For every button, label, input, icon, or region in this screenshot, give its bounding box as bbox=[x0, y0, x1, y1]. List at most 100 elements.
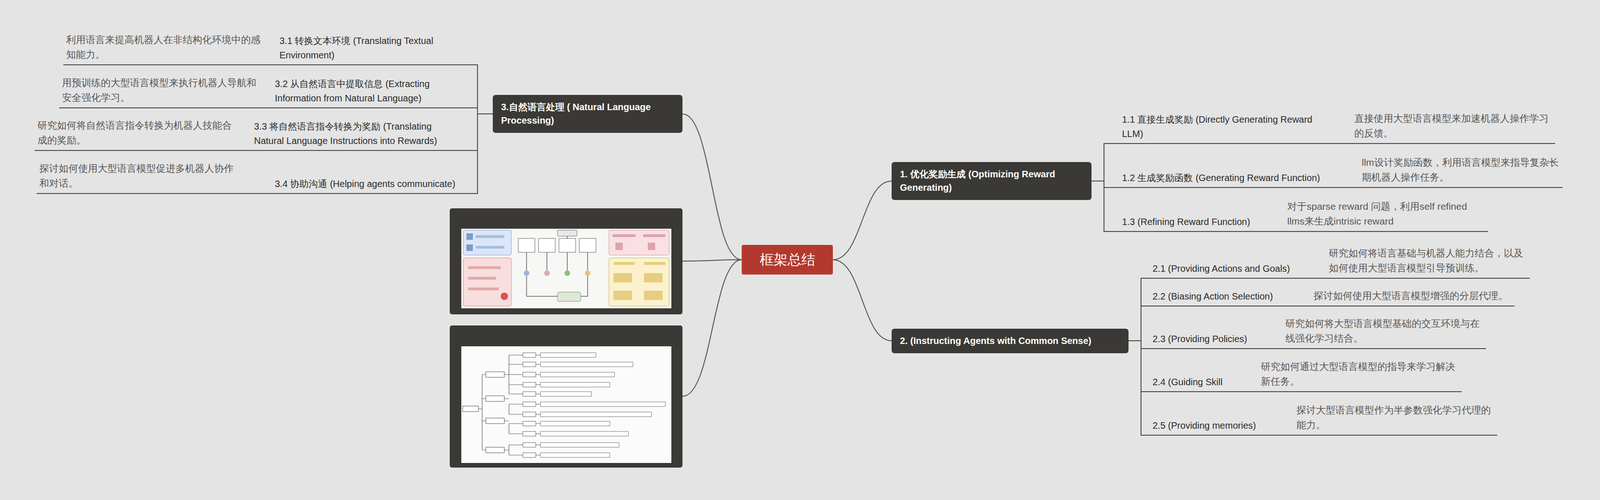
figure-box bbox=[608, 257, 670, 306]
note-topic: 研究如何将自然语言指令转换为机器人技能合成的奖励。 bbox=[34, 117, 239, 151]
figure-icon bbox=[564, 270, 571, 276]
topic-text: 3.3 将自然语言指令转换为奖励 (Translating Natural La… bbox=[254, 119, 461, 149]
image-panel bbox=[449, 325, 683, 468]
branch-topic: 3.自然语言处理 ( Natural Language Processing) bbox=[492, 94, 683, 133]
connector bbox=[832, 259, 892, 341]
figure-box bbox=[522, 352, 536, 458]
connector bbox=[1280, 434, 1294, 436]
figure-bar bbox=[468, 266, 501, 291]
figure-line bbox=[478, 354, 541, 455]
note-topic: 探讨如何使用大型语言模型增强的分层代理。 bbox=[1310, 288, 1515, 307]
note-topic: 利用语言来提高机器人在非结构化环境中的感知能力。 bbox=[63, 32, 267, 66]
subtopic: 3.4 协助沟通 (Helping agents communicate) bbox=[272, 176, 463, 194]
connector bbox=[1275, 347, 1283, 349]
subtopic: 2.3 (Providing Policies) bbox=[1150, 331, 1276, 349]
figure-icon bbox=[612, 234, 666, 250]
note-topic: 探讨大型语言模型作为半参数强化学习代理的能力。 bbox=[1293, 402, 1498, 436]
figure-box bbox=[463, 257, 512, 306]
connector bbox=[1128, 340, 1151, 392]
note-topic: 研究如何将语言基础与机器人能力结合，以及如何使用大型语言模型引导预训练。 bbox=[1326, 245, 1530, 279]
connector bbox=[266, 64, 278, 66]
topic-text: 3.4 协助沟通 (Helping agents communicate) bbox=[274, 176, 461, 192]
topic-text: 1.1 直接生成奖励 (Directly Generating Reward L… bbox=[1122, 112, 1327, 142]
connector bbox=[1312, 277, 1327, 279]
topic-text: 1.3 (Refining Reward Function) bbox=[1122, 214, 1272, 230]
connector bbox=[462, 107, 493, 114]
topic-text: 2. (Instructing Agents with Common Sense… bbox=[899, 334, 1121, 348]
topic-text: 2.1 (Providing Actions and Goals) bbox=[1152, 261, 1311, 276]
figure-box bbox=[463, 229, 512, 255]
topic-text: 1. 优化奖励生成 (Optimizing Reward Generating) bbox=[899, 167, 1084, 195]
figure-icon bbox=[584, 270, 591, 276]
connector bbox=[462, 64, 493, 114]
subtopic: 3.2 从自然语言中提取信息 (Extracting Information f… bbox=[272, 76, 463, 109]
connector-group bbox=[238, 64, 1359, 435]
subtopic: 3.1 转换文本环境 (Translating Textual Environm… bbox=[277, 33, 463, 66]
figure-box bbox=[518, 238, 596, 253]
note-topic: 研究如何通过大型语言模型的指导来学习解决新任务。 bbox=[1258, 359, 1462, 392]
figure-box bbox=[462, 405, 479, 412]
figure-box bbox=[557, 291, 581, 302]
connector bbox=[1091, 143, 1121, 181]
figure-icon bbox=[544, 270, 550, 276]
connector bbox=[1303, 305, 1311, 307]
figure-box bbox=[608, 229, 670, 255]
topic-text: llm设计奖励函数，利用语言模型来指导复杂长期机器人操作任务。 bbox=[1361, 155, 1560, 186]
connector bbox=[682, 113, 742, 260]
topic-text: 1.2 生成奖励函数 (Generating Reward Function) bbox=[1122, 170, 1346, 186]
figure-ground bbox=[461, 346, 672, 463]
topic-text: 研究如何将语言基础与机器人能力结合，以及如何使用大型语言模型引导预训练。 bbox=[1328, 245, 1527, 276]
subtopic: 2.1 (Providing Actions and Goals) bbox=[1150, 261, 1313, 279]
central-topic: 框架总结 bbox=[741, 244, 833, 275]
branch-topic: 2. (Instructing Agents with Common Sense… bbox=[891, 328, 1129, 354]
topic-text: 研究如何通过大型语言模型的指导来学习解决新任务。 bbox=[1260, 359, 1459, 390]
topic-text: 用预训练的大型语言模型来执行机器人导航和安全强化学习。 bbox=[62, 75, 261, 106]
topic-text: 3.自然语言处理 ( Natural Language Processing) bbox=[501, 100, 675, 128]
branch-topic: 1. 优化奖励生成 (Optimizing Reward Generating) bbox=[891, 161, 1092, 200]
note-topic: 用预训练的大型语言模型来执行机器人导航和安全强化学习。 bbox=[59, 75, 263, 109]
topic-text: 3.1 转换文本环境 (Translating Textual Environm… bbox=[279, 33, 461, 63]
connector bbox=[240, 192, 273, 194]
figure-icon bbox=[613, 261, 666, 300]
figure-box bbox=[485, 371, 505, 453]
note-topic: 直接使用大型语言模型来加速机器人操作学习的反馈。 bbox=[1351, 111, 1556, 144]
topic-text: 框架总结 bbox=[759, 250, 816, 270]
topic-text: 探讨如何使用大型语言模型促进多机器人协作和对话。 bbox=[39, 161, 238, 192]
connector bbox=[1346, 186, 1359, 188]
connector bbox=[1128, 340, 1151, 435]
topic-text: 研究如何将大型语言模型基础的交互环境与在线强化学习结合。 bbox=[1285, 316, 1484, 347]
branch-curve bbox=[682, 259, 742, 261]
note-topic: llm设计奖励函数，利用语言模型来指导复杂长期机器人操作任务。 bbox=[1358, 155, 1563, 188]
topic-text: 2.2 (Biasing Action Selection) bbox=[1152, 289, 1302, 304]
branch-curve bbox=[682, 259, 742, 397]
connector bbox=[1128, 278, 1151, 341]
topic-text: 探讨如何使用大型语言模型增强的分层代理。 bbox=[1313, 288, 1512, 304]
subtopic: 1.1 直接生成奖励 (Directly Generating Reward L… bbox=[1120, 112, 1329, 144]
figure-bar bbox=[475, 235, 505, 249]
connector bbox=[1128, 340, 1151, 349]
subtopic: 1.3 (Refining Reward Function) bbox=[1120, 214, 1273, 232]
connector bbox=[1128, 305, 1151, 341]
topic-text: 探讨大型语言模型作为半参数强化学习代理的能力。 bbox=[1296, 402, 1495, 433]
subtopic: 2.5 (Providing memories) bbox=[1150, 418, 1281, 436]
subtopic: 2.4 (Guiding Skill bbox=[1150, 374, 1248, 392]
figure-line bbox=[526, 235, 588, 297]
figure-icon bbox=[523, 270, 530, 276]
connector bbox=[1091, 180, 1121, 232]
connector bbox=[1272, 230, 1285, 232]
note-topic: 研究如何将大型语言模型基础的交互环境与在线强化学习结合。 bbox=[1282, 316, 1487, 349]
figure-ground bbox=[461, 228, 672, 309]
topic-text: 3.2 从自然语言中提取信息 (Extracting Information f… bbox=[274, 76, 461, 106]
connector bbox=[832, 180, 892, 260]
subtopic: 2.2 (Biasing Action Selection) bbox=[1150, 289, 1304, 307]
topic-text: 研究如何将自然语言指令转换为机器人技能合成的奖励。 bbox=[37, 117, 236, 149]
note-topic: 探讨如何使用大型语言模型促进多机器人协作和对话。 bbox=[36, 161, 241, 194]
connector bbox=[238, 149, 253, 151]
connector bbox=[1091, 180, 1121, 188]
figure-box bbox=[540, 352, 666, 458]
connector bbox=[262, 107, 273, 109]
connector bbox=[462, 113, 493, 194]
figure-box bbox=[557, 229, 577, 236]
subtopic: 1.2 生成奖励函数 (Generating Reward Function) bbox=[1120, 170, 1347, 188]
